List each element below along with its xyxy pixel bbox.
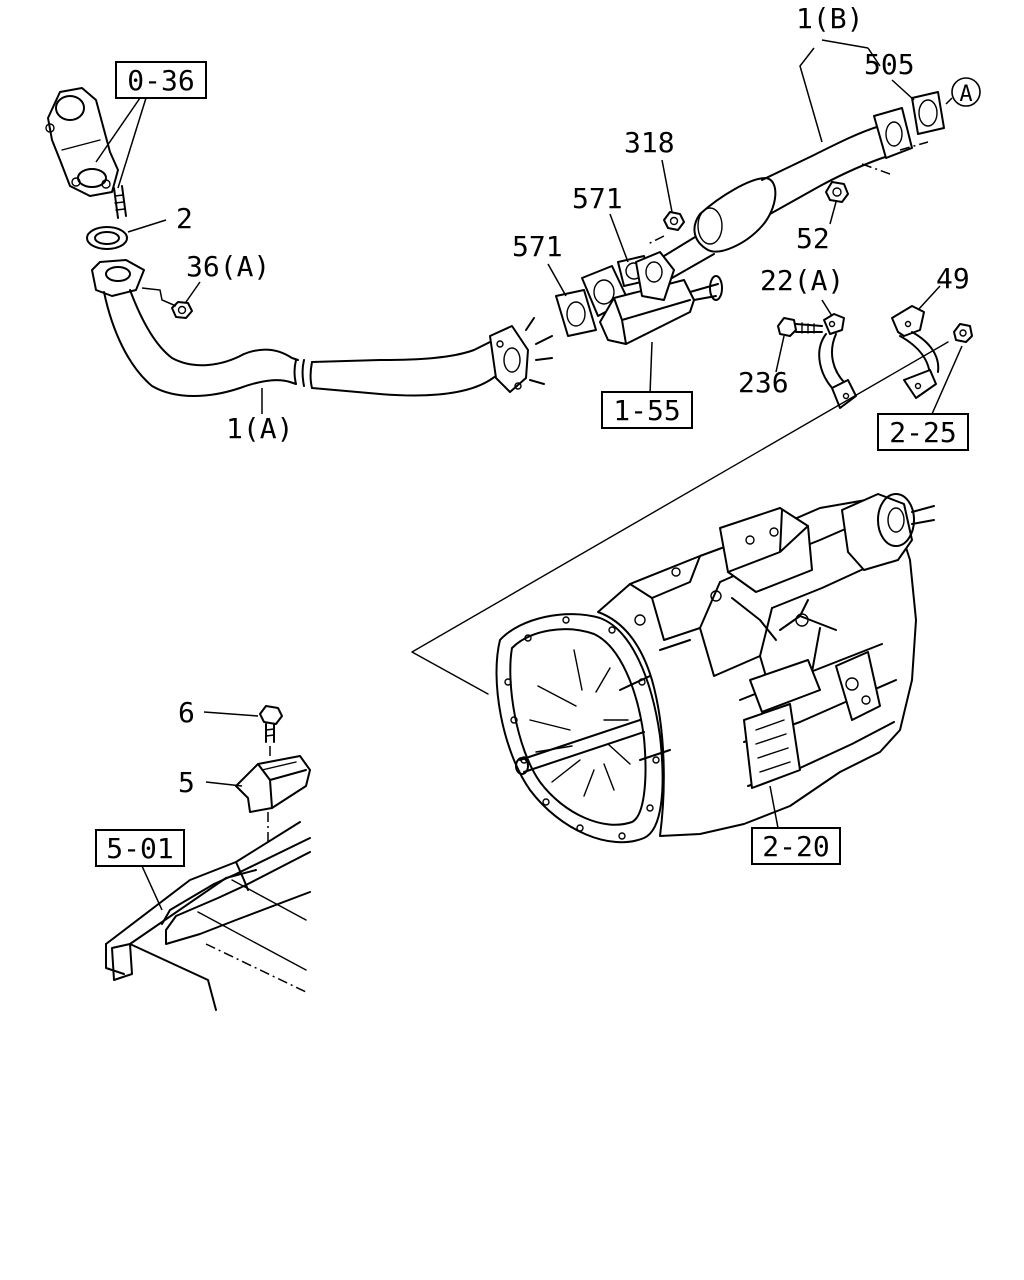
frame-rail — [105, 821, 311, 1011]
flange-nut — [171, 301, 193, 319]
label-part-5: 5 — [178, 766, 195, 799]
ref-box-1-55: 1-55 — [601, 391, 693, 429]
label-part-1b: 1(B) — [796, 2, 863, 35]
nut-318 — [663, 211, 685, 231]
ref-box-5-01: 5-01 — [95, 829, 185, 867]
label-part-236: 236 — [738, 366, 789, 399]
label-part-571-right: 571 — [572, 182, 623, 215]
front-exhaust-pipe — [91, 259, 553, 397]
exhaust-brake-unit — [581, 251, 723, 345]
label-part-571-left: 571 — [512, 230, 563, 263]
bolt-236 — [777, 317, 823, 337]
ref-box-2-25: 2-25 — [877, 413, 969, 451]
pipe-clamp — [818, 313, 857, 409]
circle-a-label: A — [959, 82, 972, 107]
rear-exhaust-pipe — [663, 107, 913, 279]
callout-labels: 2 36(A) 1(A) 1(B) 505 318 571 571 52 22(… — [176, 2, 970, 799]
label-part-505: 505 — [864, 48, 915, 81]
exhaust-manifold-outlet — [45, 87, 119, 197]
label-part-52: 52 — [796, 222, 830, 255]
label-part-1a: 1(A) — [226, 412, 293, 445]
bolt-2-25 — [953, 323, 973, 343]
ref-box-0-36: 0-36 — [115, 61, 207, 99]
transmission-assembly — [495, 493, 935, 844]
flange-gasket-left — [555, 289, 597, 337]
bracket-5 — [235, 755, 311, 813]
ref-2-25-label: 2-25 — [889, 416, 956, 449]
circle-a-marker: A — [951, 77, 981, 107]
label-part-6: 6 — [178, 696, 195, 729]
label-part-49: 49 — [936, 262, 970, 295]
clamp-bracket — [891, 305, 940, 399]
manifold-stud — [113, 185, 127, 219]
label-part-36a: 36(A) — [186, 250, 270, 283]
nut-52 — [825, 181, 849, 203]
label-part-2: 2 — [176, 202, 193, 235]
gasket-ring — [86, 226, 128, 250]
bolt-6 — [259, 705, 283, 743]
leader-lines — [95, 39, 963, 911]
label-part-318: 318 — [624, 126, 675, 159]
ref-0-36-label: 0-36 — [127, 64, 194, 97]
tailpipe-gasket — [911, 91, 945, 135]
label-part-22a: 22(A) — [760, 264, 844, 297]
ref-1-55-label: 1-55 — [613, 394, 680, 427]
ref-box-2-20: 2-20 — [751, 827, 841, 865]
ref-2-20-label: 2-20 — [762, 830, 829, 863]
ref-5-01-label: 5-01 — [106, 832, 173, 865]
